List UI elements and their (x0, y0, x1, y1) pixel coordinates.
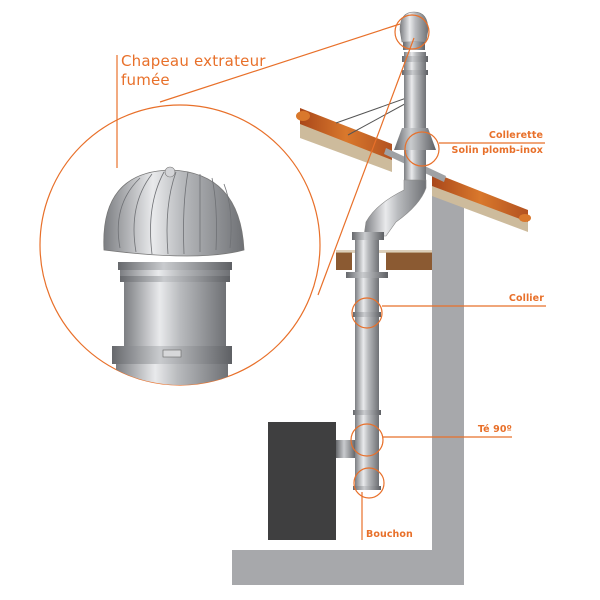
chapeau-detail (103, 166, 245, 385)
stove-connector (336, 440, 356, 458)
offset-elbow (363, 179, 427, 237)
chapeau-label-line-2: fumée (121, 71, 170, 89)
lower-pipe (346, 240, 388, 490)
roof-right (432, 172, 531, 232)
stove (268, 422, 336, 540)
chapeau-label: Chapeau extrateur fumée (121, 52, 266, 90)
roof-left (296, 108, 392, 172)
callout-lines (116, 14, 546, 540)
ceiling-beam (336, 250, 432, 270)
wall (232, 190, 464, 585)
collier-label: Collier (508, 293, 544, 304)
upper-pipe (394, 11, 436, 180)
solin-label: Solin plomb-inox (451, 145, 543, 156)
te-90-label: Té 90º (477, 424, 512, 435)
bouchon-label: Bouchon (366, 529, 413, 540)
chapeau-label-line-1: Chapeau extrateur (121, 52, 266, 70)
collerette-label: Collerette (488, 130, 543, 141)
support-wires (335, 95, 413, 136)
